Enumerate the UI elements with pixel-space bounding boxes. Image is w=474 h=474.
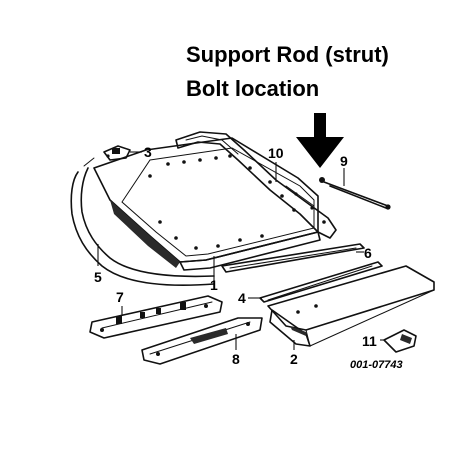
callout-4: 4 — [238, 290, 246, 306]
leader-lines — [97, 151, 384, 350]
part-4-seal-strip — [259, 261, 383, 303]
part-3-latch — [103, 145, 131, 161]
headline-line-2: Bolt location — [186, 76, 319, 101]
callout-9: 9 — [340, 153, 348, 169]
callout-5: 5 — [94, 269, 102, 285]
part-9-support-rod — [319, 177, 391, 210]
reference-code: 001-07743 — [350, 359, 403, 371]
callout-6: 6 — [364, 245, 372, 261]
callout-2: 2 — [290, 351, 298, 367]
part-8-handle-bracket — [141, 317, 263, 365]
headline-line-1: Support Rod (strut) — [186, 42, 389, 67]
part-10-hinge-arm — [175, 131, 337, 239]
part-7-hinge-bracket — [89, 295, 223, 339]
callout-8: 8 — [232, 351, 240, 367]
part-11-clip — [383, 329, 417, 353]
callout-1: 1 — [210, 277, 218, 293]
callout-11: 11 — [362, 333, 377, 349]
part-1-main-panel — [93, 137, 321, 271]
down-arrow-icon — [296, 113, 344, 168]
callout-7: 7 — [116, 289, 124, 305]
callout-3: 3 — [144, 144, 152, 160]
part-6-seal-strip — [221, 243, 365, 273]
callout-10: 10 — [268, 145, 284, 161]
part-5-frame-seal — [70, 157, 215, 286]
part-2-cover-plate — [267, 265, 435, 347]
